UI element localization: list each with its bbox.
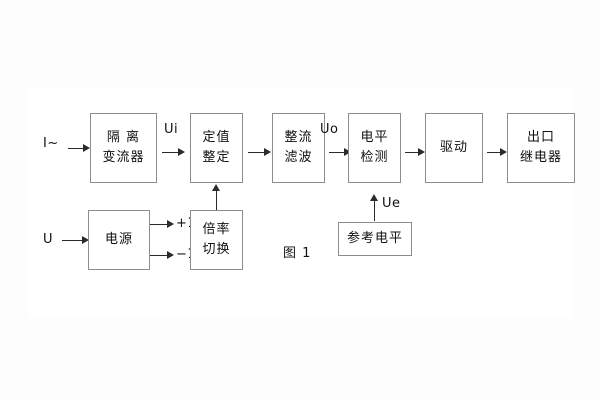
block-power-supply[interactable]: 电源 (88, 210, 150, 270)
block-setting-line1: 定值 (202, 129, 231, 145)
arrow-uo-head (344, 148, 351, 156)
block-rectify-filter[interactable]: 整流 滤波 (272, 113, 325, 183)
block-output-relay[interactable]: 出口 继电器 (507, 113, 575, 183)
block-ratio-switch-line2: 切换 (202, 242, 231, 257)
arrow-ui-line (162, 152, 179, 153)
rail-pos12-head (167, 220, 174, 228)
arrow-setting-rectify-line (248, 152, 265, 153)
arrow-setting-rectify-head (264, 148, 271, 156)
arrow-ui-head (178, 148, 185, 156)
block-output-relay-line2: 继电器 (519, 150, 562, 165)
arrow-ratio-setting-head (212, 184, 220, 191)
block-isolation-ct-line1: 隔 离 (106, 129, 141, 145)
arrow-voltage-head (82, 236, 89, 244)
arrow-drive-relay-line (487, 152, 501, 153)
arrow-drive-relay-head (500, 148, 507, 156)
block-level-detect[interactable]: 电平 检测 (348, 113, 401, 183)
block-setting-line2: 整定 (202, 150, 231, 165)
block-rectify-filter-line1: 整流 (284, 129, 313, 145)
arrow-current-head (83, 144, 90, 152)
arrow-ratio-setting-line (216, 190, 217, 210)
rail-pos12-line (150, 224, 168, 225)
rail-neg12-line (150, 255, 168, 256)
block-level-detect-line1: 电平 (360, 129, 389, 145)
arrow-level-drive-line (405, 152, 419, 153)
block-reference-level[interactable]: 参考电平 (338, 222, 412, 256)
block-output-relay-line1: 出口 (526, 129, 555, 145)
block-drive[interactable]: 驱动 (425, 113, 483, 183)
block-rectify-filter-line2: 滤波 (284, 150, 313, 165)
arrow-ue-line (374, 200, 375, 221)
figure-caption: 图 1 (283, 246, 312, 261)
block-level-detect-line2: 检测 (360, 150, 389, 165)
arrow-voltage-line (62, 240, 83, 241)
signal-ui-label: Ui (164, 122, 179, 137)
block-isolation-ct[interactable]: 隔 离 变流器 (90, 113, 157, 183)
block-setting[interactable]: 定值 整定 (190, 113, 243, 183)
block-reference-level-line1: 参考电平 (346, 230, 403, 246)
input-current-label: I~ (43, 136, 59, 151)
arrow-ue-head (370, 194, 378, 201)
input-voltage-label: U (43, 232, 54, 247)
block-power-supply-line1: 电源 (104, 231, 133, 247)
block-ratio-switch-line1: 倍率 (202, 221, 231, 237)
arrow-current-line (68, 148, 84, 149)
rail-neg12-head (167, 251, 174, 259)
signal-uo-label: Uo (320, 122, 339, 137)
block-drive-line1: 驱动 (439, 139, 468, 155)
block-ratio-switch[interactable]: 倍率 切换 (190, 210, 243, 270)
arrow-level-drive-head (418, 148, 425, 156)
block-isolation-ct-line2: 变流器 (102, 150, 145, 165)
signal-ue-label: Ue (382, 196, 401, 211)
arrow-uo-line (329, 152, 345, 153)
